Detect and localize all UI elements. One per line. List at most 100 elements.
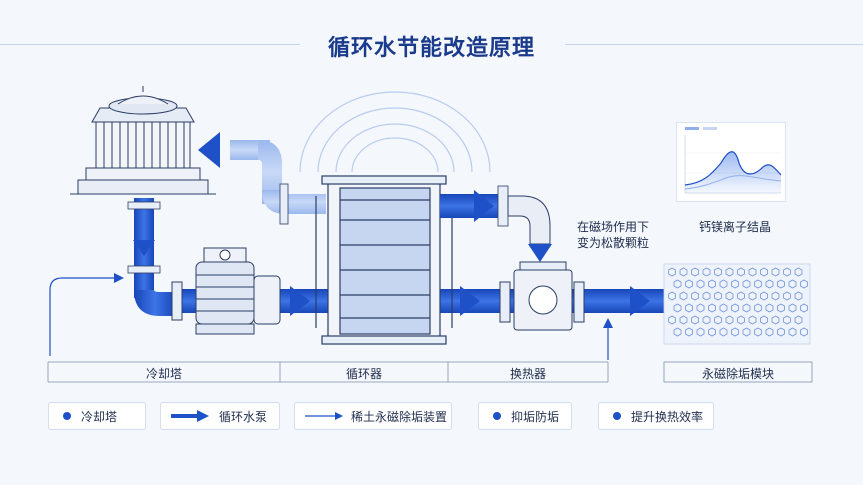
particle [731, 327, 739, 337]
particle [748, 315, 757, 325]
title-rule-right [565, 44, 863, 45]
particle [760, 315, 768, 325]
dot-icon [63, 412, 71, 420]
thick-arrow-icon [171, 410, 209, 422]
arrow-right-icon [474, 190, 494, 222]
pump-icon [171, 247, 281, 335]
particle [742, 279, 751, 289]
stage-label-circulation: 循环器 [345, 367, 382, 381]
crystal-label: 钙镁离子结晶 [698, 220, 771, 234]
magnet-note-line1: 在磁场作用下 [576, 220, 649, 234]
particle [737, 291, 745, 301]
particle [754, 303, 762, 313]
particle [685, 279, 693, 289]
particle [771, 267, 780, 277]
particle [742, 327, 751, 337]
legend-item-cooling-tower: 冷却塔 [48, 402, 146, 430]
legend-label: 稀土永磁除垢装置 [351, 409, 448, 424]
particle [783, 291, 791, 301]
particle [691, 267, 699, 277]
particle [673, 279, 682, 289]
particle [760, 291, 768, 301]
particle [679, 267, 688, 277]
particle [742, 303, 751, 313]
particle [754, 327, 762, 337]
return-loop-pipe [198, 132, 326, 225]
particle [673, 303, 682, 313]
particle [760, 267, 768, 277]
particle [748, 291, 757, 301]
particle [788, 303, 797, 313]
particle [702, 291, 711, 301]
particle [696, 303, 705, 313]
particle [765, 327, 774, 337]
particle [777, 327, 785, 337]
stage-label-heat-exchanger: 换热器 [509, 367, 546, 381]
legend-label: 冷却塔 [81, 409, 118, 424]
arrow-right-icon [460, 286, 480, 316]
particle [800, 327, 808, 337]
particle [691, 315, 699, 325]
particle [765, 303, 774, 313]
particle [708, 279, 716, 289]
particle [777, 279, 785, 289]
dot-icon [613, 412, 621, 420]
legend-label: 抑垢防垢 [511, 409, 560, 424]
particle [788, 279, 797, 289]
cooling-tower-icon [70, 86, 216, 195]
particle [696, 279, 705, 289]
arrow-right-icon [290, 286, 310, 316]
particle [714, 267, 722, 277]
particle [794, 315, 803, 325]
particle [708, 327, 716, 337]
title-rule-left [0, 44, 300, 45]
particle [731, 303, 739, 313]
particle [777, 303, 785, 313]
particle [719, 303, 728, 313]
particle [800, 303, 808, 313]
descaling-particles [663, 263, 811, 345]
particle [696, 327, 705, 337]
legend-item-anti-scale: 抑垢防垢 [478, 402, 572, 430]
particle [668, 315, 676, 325]
particle [719, 327, 728, 337]
particle [765, 279, 774, 289]
particle [679, 291, 688, 301]
heat-exchanger-icon [499, 261, 585, 331]
legend-label: 循环水泵 [219, 409, 268, 424]
particle [702, 267, 711, 277]
particle [788, 327, 797, 337]
elbow-pipe [497, 185, 552, 262]
arrow-right-icon [630, 286, 650, 316]
crystal-chart [684, 127, 782, 194]
legend-item-pump: 循环水泵 [160, 402, 280, 430]
particle [725, 315, 734, 325]
particle [731, 279, 739, 289]
particle [794, 291, 803, 301]
arrow-down-icon [133, 240, 155, 256]
particle [725, 291, 734, 301]
particle [794, 267, 803, 277]
particle [708, 303, 716, 313]
particle [754, 279, 762, 289]
thin-arrow-icon [305, 412, 343, 420]
particle [783, 315, 791, 325]
stage-label-descaling-module: 永磁除垢模块 [701, 367, 774, 381]
particle [679, 315, 688, 325]
crystal-chart-card [676, 122, 786, 202]
legend-item-efficiency: 提升换热效率 [598, 402, 714, 430]
magnetic-field-arcs [299, 91, 491, 173]
particle [673, 327, 682, 337]
legend-item-descaler: 稀土永磁除垢装置 [294, 402, 452, 430]
particle [719, 279, 728, 289]
magnet-note-line2: 变为松散颗粒 [576, 236, 649, 250]
particle [771, 315, 780, 325]
stage-bar [47, 361, 813, 383]
particle [737, 267, 745, 277]
page-title: 循环水节能改造原理 [327, 36, 535, 61]
dot-icon [493, 412, 501, 420]
stage-label-cooling-tower: 冷却塔 [145, 367, 182, 381]
particle [668, 267, 676, 277]
